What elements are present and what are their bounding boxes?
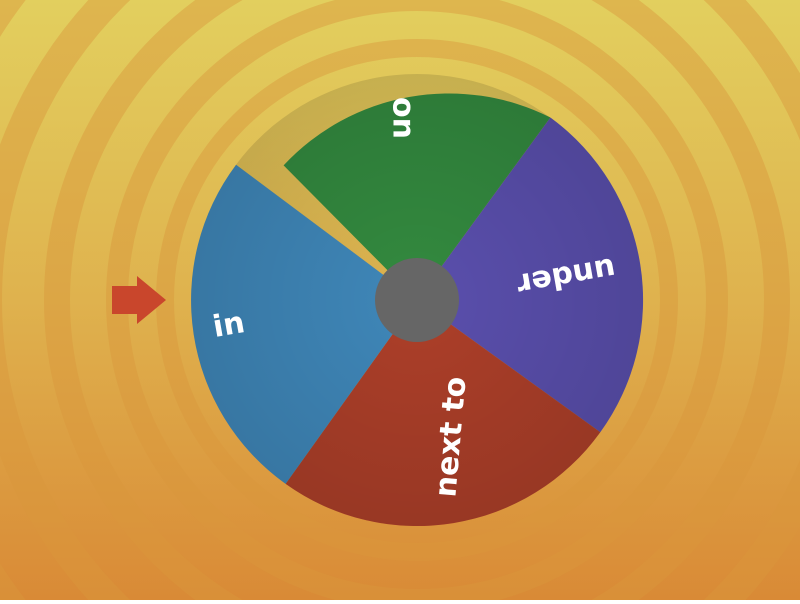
arrow-right-icon [112, 276, 166, 324]
wheel-hub[interactable] [375, 258, 459, 342]
slice-label-in: in [210, 305, 247, 345]
slice-label-on: on [386, 97, 421, 139]
spinner-wheel[interactable]: on under next to in [191, 74, 644, 527]
